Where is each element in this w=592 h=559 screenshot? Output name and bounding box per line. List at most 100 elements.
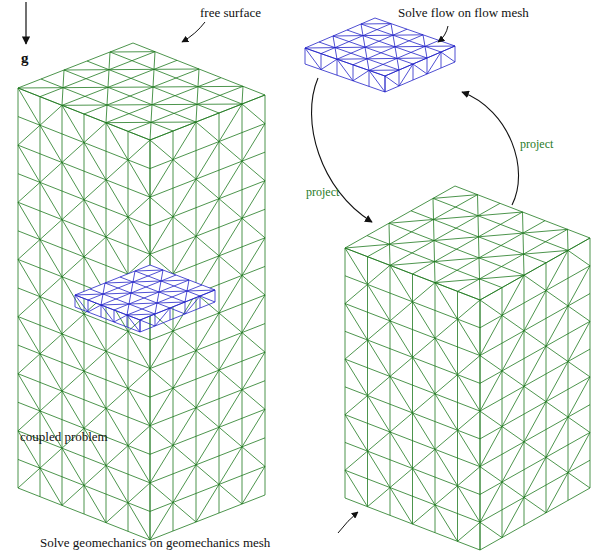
mesh-edge (390, 376, 413, 412)
mesh-edge (173, 236, 196, 274)
mesh-edge (305, 48, 306, 64)
mesh-edge (368, 321, 391, 340)
mesh-edge (337, 58, 367, 59)
mesh-edge (150, 388, 173, 426)
mesh-edge (18, 202, 40, 239)
mesh-edge (219, 104, 242, 142)
mesh-edge (150, 95, 265, 140)
mesh-edge (196, 104, 197, 122)
mesh-edge (128, 140, 150, 160)
mesh-edge (480, 411, 502, 426)
mesh-edge (413, 64, 414, 80)
mesh-edge (524, 346, 546, 386)
project-label: project (520, 138, 553, 151)
mesh-edge (128, 217, 150, 254)
mesh-edge (480, 356, 502, 371)
mesh-edge (391, 24, 393, 36)
mesh-edge (524, 457, 546, 497)
mesh-edge (84, 200, 106, 237)
mesh-edge (568, 473, 590, 488)
mesh-edge (546, 263, 547, 513)
mesh-edge (128, 160, 150, 197)
mesh-edge (477, 195, 479, 216)
mesh-edge (397, 58, 427, 59)
mesh-edge (18, 125, 40, 145)
mesh-edge (150, 426, 173, 446)
mesh-edge (480, 522, 502, 537)
mesh-edge (361, 24, 441, 52)
mesh-edge (502, 442, 524, 482)
mesh-edge (390, 432, 413, 468)
mesh-edge (458, 300, 481, 319)
mesh-edge (389, 219, 434, 223)
mesh-edge (62, 485, 84, 505)
mesh-edge (389, 223, 391, 244)
slab-fill (75, 265, 215, 320)
mesh-edge (106, 180, 128, 217)
mesh-edge (242, 218, 265, 238)
mesh-edge (159, 281, 161, 292)
mesh-edge (524, 250, 569, 254)
mesh-edge (435, 394, 458, 430)
mesh-edge (413, 449, 436, 468)
mesh-edge (413, 64, 427, 74)
mesh-edge (369, 40, 439, 70)
mesh-edge (18, 145, 40, 182)
mesh-edge (140, 320, 141, 332)
mesh-edge (478, 212, 523, 216)
mesh-edge (502, 386, 524, 426)
mesh-edge (106, 388, 128, 408)
mesh-edge (18, 374, 150, 426)
mesh-edge (242, 86, 243, 104)
mesh-edge (395, 46, 425, 47)
mesh-edge (150, 502, 173, 540)
mesh-edge (390, 488, 413, 524)
mesh-edge (321, 24, 391, 54)
mesh-edge (75, 294, 103, 295)
mesh-edge (435, 283, 458, 319)
mesh-edge (84, 237, 106, 257)
mesh-edge (393, 35, 395, 47)
mesh-edge (196, 484, 219, 522)
mesh-edge (63, 70, 64, 88)
mesh-edge (18, 317, 150, 369)
mesh-edge (40, 162, 62, 182)
mesh-edge (219, 199, 242, 219)
mesh-edge (568, 417, 590, 432)
mesh-edge (18, 354, 40, 374)
mesh-edge (369, 70, 399, 71)
mesh-edge (40, 277, 62, 297)
mesh-edge (347, 30, 427, 58)
mesh-edge (435, 338, 458, 374)
mesh-edge (128, 388, 150, 425)
geomechanics-mesh (345, 186, 590, 550)
mesh-edge (333, 36, 413, 64)
mesh-edge (18, 317, 40, 354)
mesh-edge (480, 377, 590, 439)
mesh-edge (390, 321, 413, 357)
leader-arrow (438, 26, 448, 42)
mesh-edge (345, 359, 368, 395)
mesh-edge (385, 46, 455, 76)
mesh-edge (105, 282, 133, 283)
mesh-edge (106, 160, 128, 180)
mesh-edge (479, 258, 481, 279)
mesh-edge (110, 51, 155, 52)
mesh-edge (18, 468, 40, 488)
mesh-edge (242, 275, 265, 295)
mesh-edge (219, 370, 242, 390)
mesh-edge (170, 308, 185, 314)
mesh-edge (88, 305, 101, 312)
mesh-edge (133, 281, 161, 282)
mesh-edge (170, 308, 171, 320)
mesh-edge (524, 331, 546, 346)
mesh-edge (479, 233, 524, 237)
mesh-edge (40, 354, 62, 391)
mesh-edge (150, 217, 173, 255)
mesh-edge (242, 409, 265, 447)
mesh-edge (219, 447, 242, 485)
mesh-edge (107, 104, 152, 105)
mesh-edge (127, 304, 129, 315)
mesh-edge (140, 320, 141, 332)
mesh-edge (109, 69, 154, 70)
